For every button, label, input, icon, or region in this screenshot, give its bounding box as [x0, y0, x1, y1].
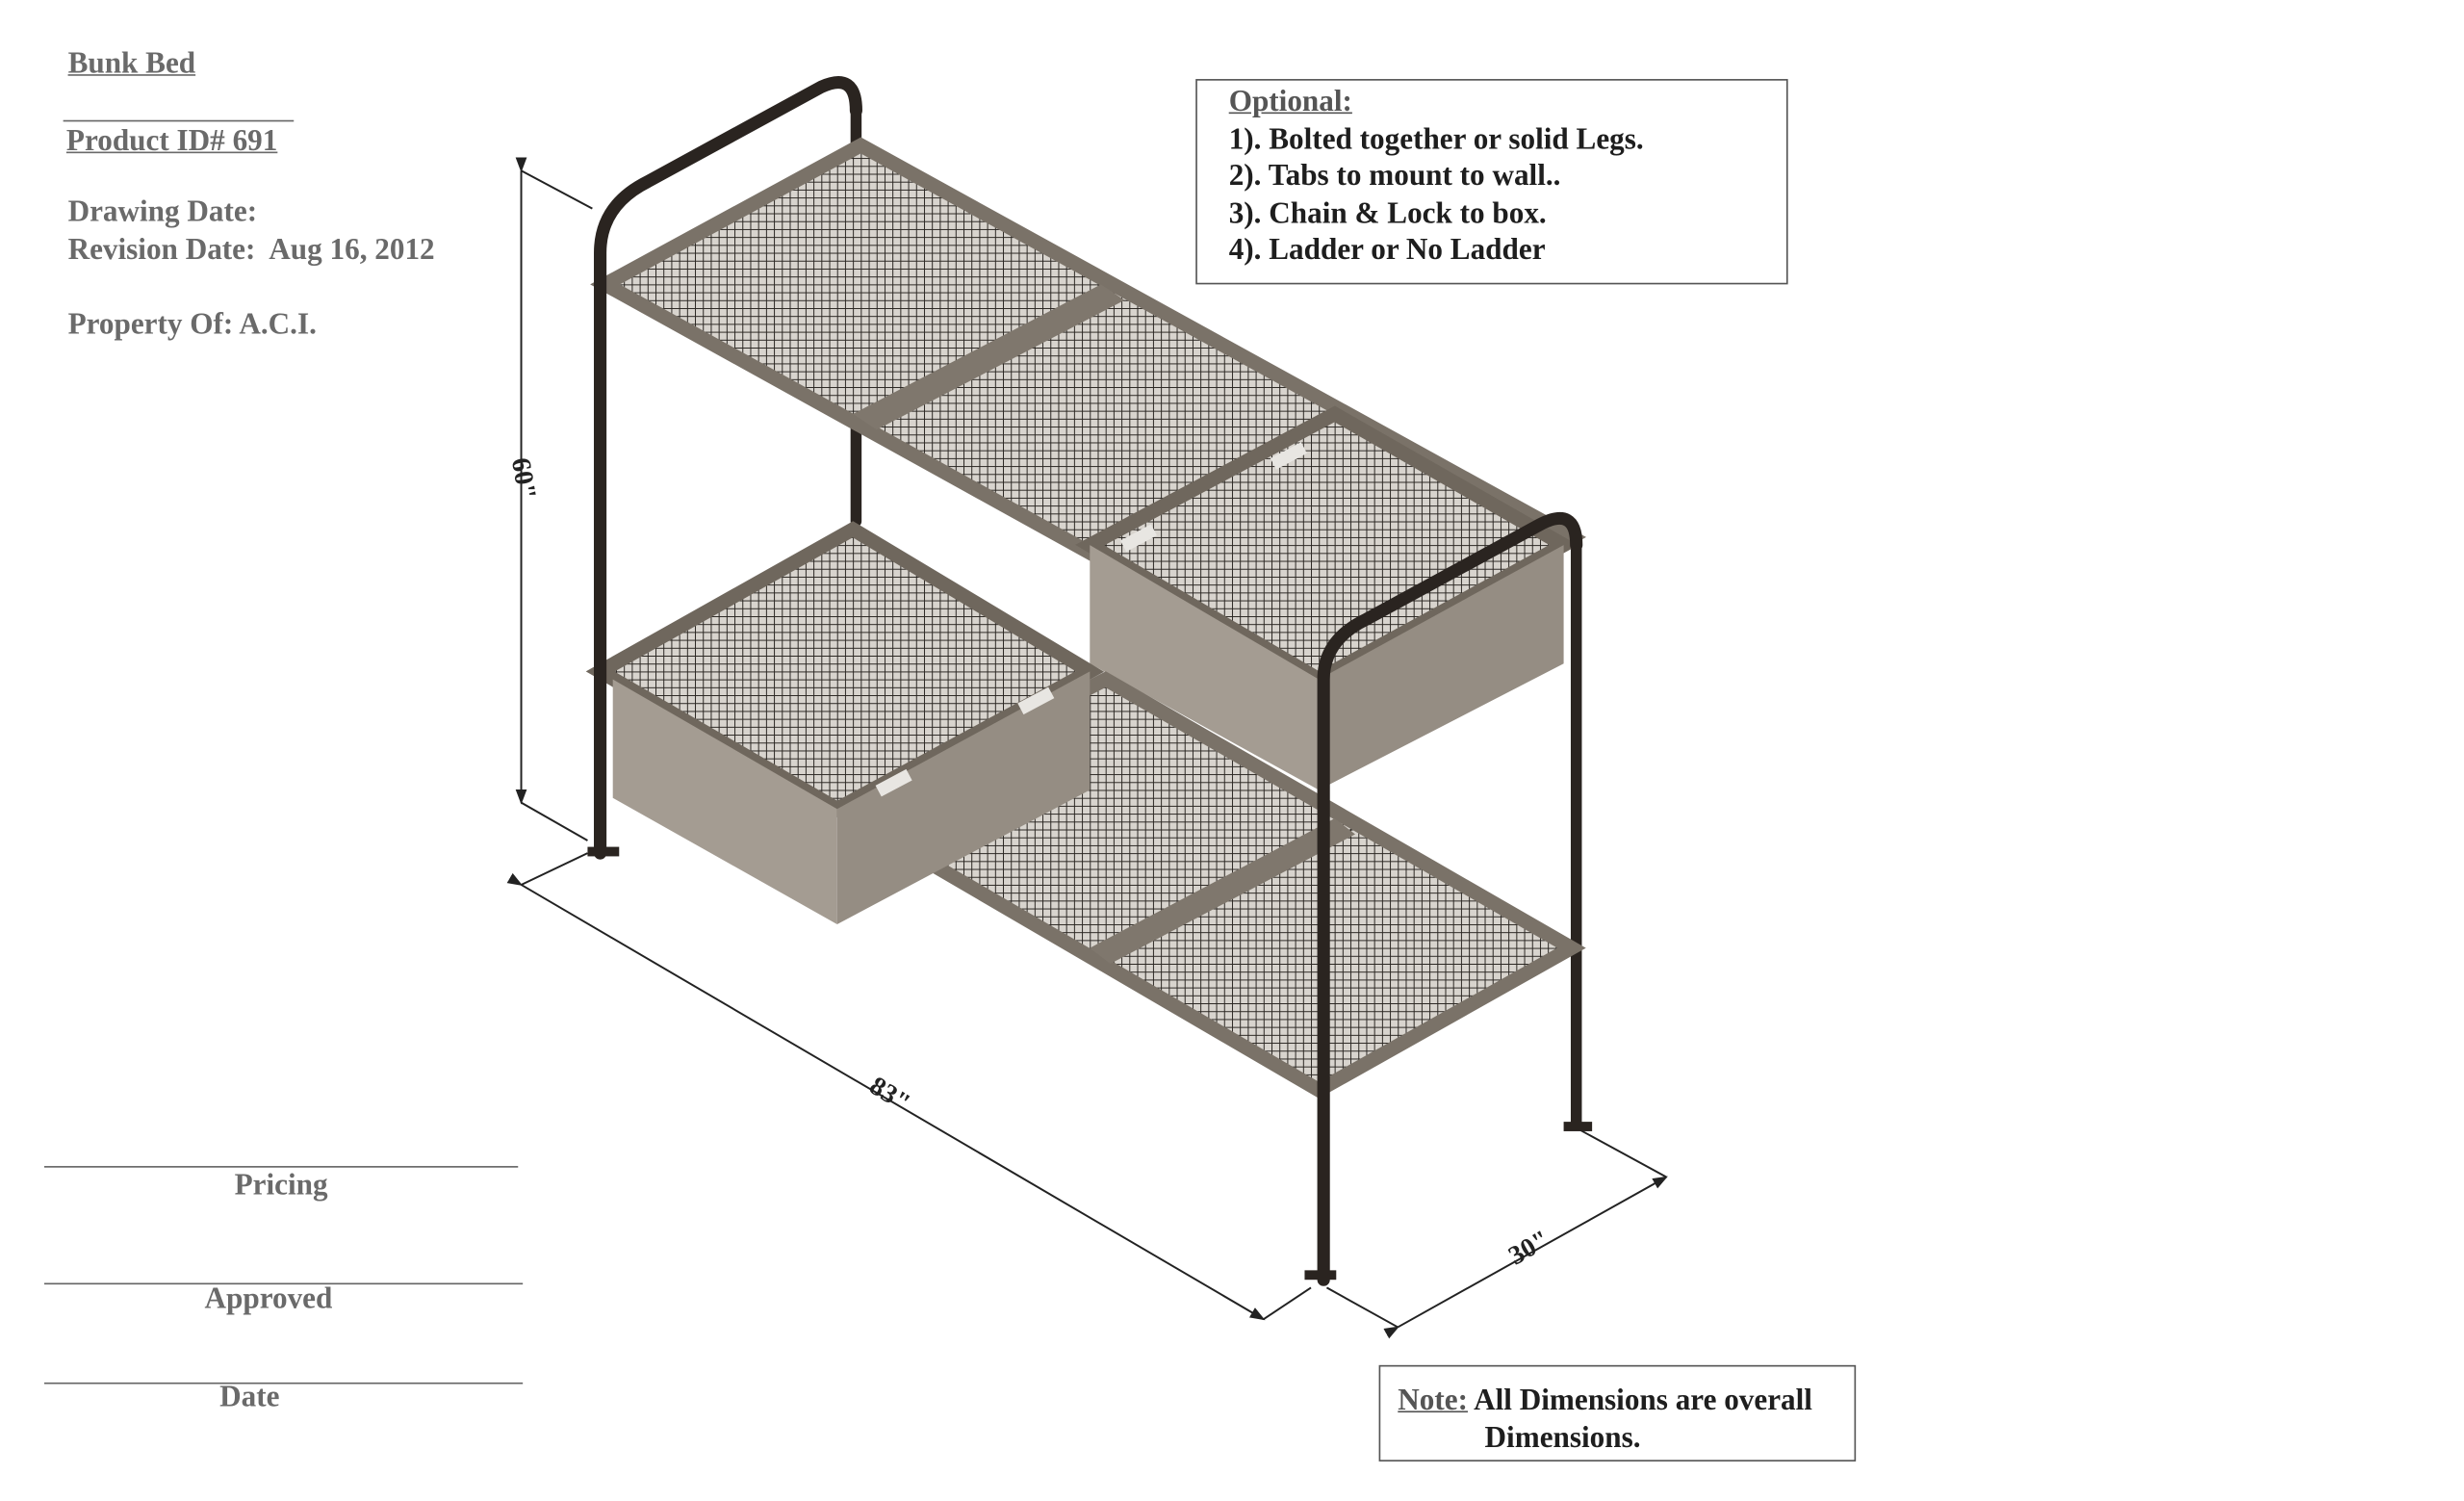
optional-item: 2). Tabs to mount to wall..	[1228, 159, 1561, 194]
optional-item: 4). Ladder or No Ladder	[1228, 233, 1546, 268]
drawing-date-label: Drawing Date:	[67, 195, 258, 229]
optional-item: 1). Bolted together or solid Legs.	[1228, 122, 1644, 156]
revision-date-value: Aug 16, 2012	[269, 233, 435, 268]
dimension-lines	[506, 157, 1668, 1339]
date-label: Date	[219, 1381, 280, 1414]
product-name: Bunk Bed	[67, 47, 196, 81]
optional-heading: Optional:	[1228, 85, 1352, 119]
property-of: Property Of: A.C.I.	[67, 307, 317, 342]
pricing-line	[43, 1166, 519, 1168]
revision-date: Revision Date: Aug 16, 2012	[68, 234, 435, 269]
right-drawer	[1075, 405, 1578, 688]
left-drawer	[585, 521, 1105, 817]
divider	[63, 119, 295, 122]
note-label: Note:	[1398, 1384, 1469, 1417]
pricing-label: Pricing	[234, 1169, 328, 1203]
optional-features-box: Optional: 1). Bolted together or solid L…	[1195, 79, 1788, 285]
product-id: Product ID# 691	[65, 124, 278, 159]
date-line	[43, 1382, 524, 1385]
note-box: Note: All Dimensions are overall Dimensi…	[1378, 1364, 1857, 1462]
approved-label: Approved	[204, 1282, 333, 1316]
approved-line	[43, 1282, 524, 1285]
optional-item: 3). Chain & Lock to box.	[1228, 196, 1547, 230]
note-text: All Dimensions are overall	[1474, 1384, 1812, 1417]
revision-date-label: Revision Date:	[67, 233, 256, 268]
frame	[594, 76, 1583, 1286]
note-text-continued: Dimensions.	[1484, 1421, 1641, 1455]
